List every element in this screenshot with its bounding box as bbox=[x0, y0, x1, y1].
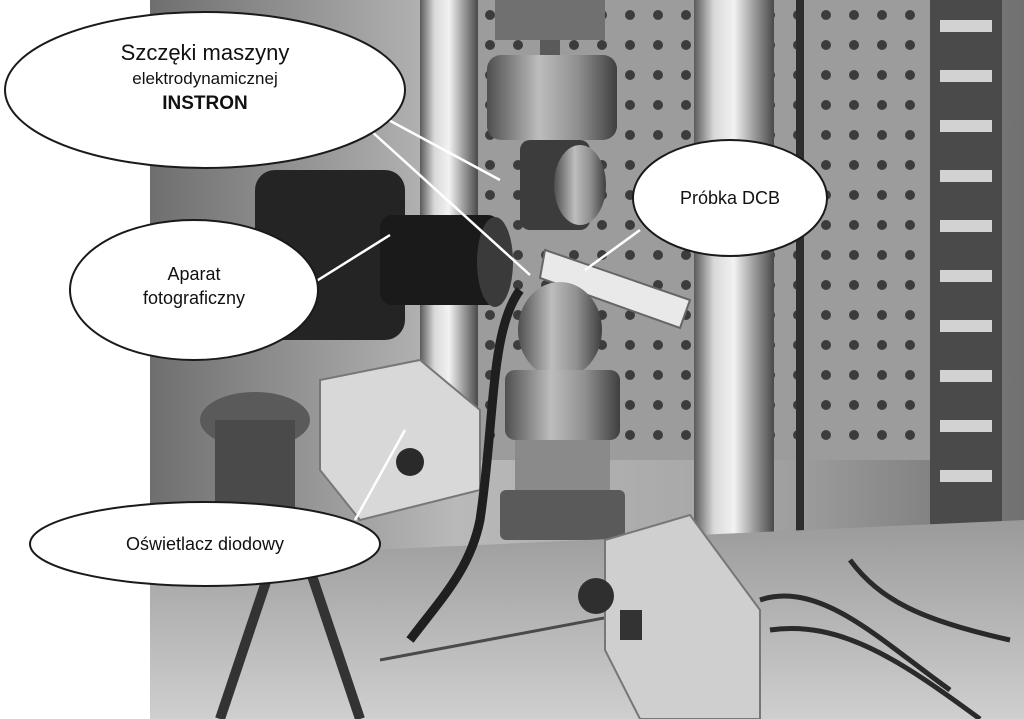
callout-jaws-line1: Szczęki maszyny bbox=[120, 40, 290, 65]
guide-rod bbox=[796, 0, 804, 560]
callout-camera-label: Aparat fotograficzny bbox=[84, 262, 304, 311]
upper-grip bbox=[520, 140, 606, 230]
callout-jaws-line2: elektrodynamicznej bbox=[132, 68, 278, 88]
callout-jaws-bubble bbox=[4, 11, 406, 169]
machine-column-right bbox=[694, 0, 774, 620]
callout-illuminator-label: Oświetlacz diodowy bbox=[60, 532, 350, 556]
callout-camera-line1: Aparat bbox=[167, 264, 221, 284]
callout-jaws-label: Szczęki maszyny elektrodynamicznej INSTR… bbox=[40, 38, 370, 116]
upper-actuator bbox=[487, 0, 617, 140]
callout-camera-line2: fotograficzny bbox=[142, 288, 246, 309]
leader-lines bbox=[309, 108, 641, 521]
callout-sample-label: Próbka DCB bbox=[650, 186, 810, 210]
callout-illuminator-text: Oświetlacz diodowy bbox=[125, 534, 285, 554]
cable-chain bbox=[930, 0, 1002, 560]
callout-sample-bubble bbox=[632, 139, 828, 257]
lower-grip bbox=[500, 282, 625, 540]
callout-sample-text: Próbka DCB bbox=[679, 188, 781, 208]
controller-box bbox=[578, 513, 761, 719]
callout-camera-bubble bbox=[69, 219, 319, 361]
callout-illuminator-bubble bbox=[29, 501, 381, 587]
dcb-specimen bbox=[538, 248, 692, 330]
light-guide bbox=[406, 287, 524, 643]
callout-jaws-line3: INSTRON bbox=[162, 92, 248, 114]
cables bbox=[759, 558, 1011, 719]
